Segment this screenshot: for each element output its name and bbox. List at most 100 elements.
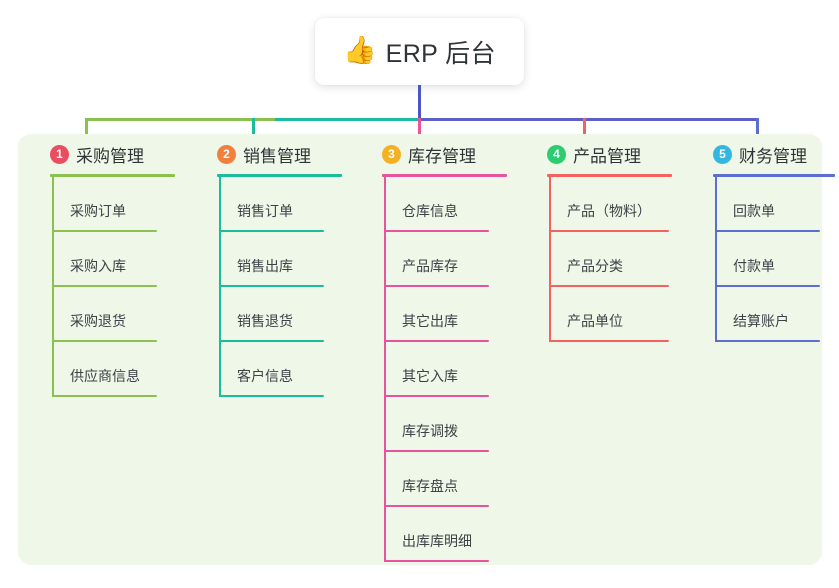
category-header-3[interactable]: 3 库存管理: [362, 140, 507, 168]
menu-item-underline: [549, 285, 669, 287]
category-spine-line: [52, 177, 54, 397]
menu-item-underline: [384, 285, 489, 287]
menu-item-label: 付款单: [733, 258, 775, 274]
category-header-5[interactable]: 5 财务管理: [693, 140, 835, 168]
menu-item[interactable]: 销售订单: [197, 177, 342, 232]
category-label: 销售管理: [243, 146, 311, 166]
menu-item-label: 客户信息: [237, 368, 293, 384]
menu-item[interactable]: 产品分类: [527, 232, 672, 287]
category-underline: [217, 174, 342, 177]
menu-item[interactable]: 回款单: [693, 177, 835, 232]
menu-item-label: 库存盘点: [402, 478, 458, 494]
menu-item-underline: [52, 395, 157, 397]
category-number-badge: 2: [217, 144, 236, 164]
menu-item[interactable]: 销售出库: [197, 232, 342, 287]
menu-item[interactable]: 结算账户: [693, 287, 835, 342]
category-items: 产品（物料） 产品分类产品单位: [527, 177, 672, 342]
menu-item[interactable]: 供应商信息: [30, 342, 175, 397]
menu-item[interactable]: 出库库明细: [362, 507, 507, 562]
category-underline: [547, 174, 672, 177]
category-items: 采购订单采购入库采购退货供应商信息: [30, 177, 175, 397]
menu-item-underline: [384, 230, 489, 232]
menu-item-underline: [384, 340, 489, 342]
menu-item-underline: [52, 340, 157, 342]
menu-item[interactable]: 库存盘点: [362, 452, 507, 507]
category-column-3: 3 库存管理仓库信息产品库存其它出库其它入库库存调拨库存盘点出库库明细: [362, 140, 507, 562]
bus-line-left-segment: [85, 118, 277, 121]
menu-item-label: 产品库存: [402, 258, 458, 274]
menu-item[interactable]: 付款单: [693, 232, 835, 287]
menu-item-label: 销售退货: [237, 313, 293, 329]
menu-item-label: 销售出库: [237, 258, 293, 274]
menu-item[interactable]: 库存调拨: [362, 397, 507, 452]
category-column-2: 2 销售管理销售订单销售出库销售退货客户信息: [197, 140, 342, 397]
menu-item[interactable]: 仓库信息: [362, 177, 507, 232]
menu-item[interactable]: 采购订单: [30, 177, 175, 232]
content-panel: [18, 134, 822, 565]
menu-item-label: 库存调拨: [402, 423, 458, 439]
menu-item[interactable]: 产品（物料）: [527, 177, 672, 232]
category-label: 库存管理: [408, 146, 476, 166]
menu-item-underline: [219, 340, 324, 342]
menu-item[interactable]: 采购退货: [30, 287, 175, 342]
root-stem-line: [418, 85, 421, 119]
menu-item-underline: [384, 395, 489, 397]
root-node-label: ERP 后台: [385, 39, 496, 68]
menu-item[interactable]: 其它入库: [362, 342, 507, 397]
menu-item-underline: [219, 395, 324, 397]
menu-item-label: 采购退货: [70, 313, 126, 329]
category-spine-line: [549, 177, 551, 342]
menu-item[interactable]: 采购入库: [30, 232, 175, 287]
menu-item-label: 产品单位: [567, 313, 623, 329]
category-spine-line: [384, 177, 386, 562]
menu-item-underline: [384, 450, 489, 452]
category-underline: [713, 174, 835, 177]
category-spine-line: [715, 177, 717, 342]
menu-item[interactable]: 产品单位: [527, 287, 672, 342]
menu-item-label: 供应商信息: [70, 368, 140, 384]
menu-item-label: 采购入库: [70, 258, 126, 274]
category-label: 产品管理: [573, 146, 641, 166]
category-column-5: 5 财务管理回款单付款单结算账户: [693, 140, 835, 342]
menu-item-label: 仓库信息: [402, 203, 458, 219]
menu-item-underline: [384, 505, 489, 507]
menu-item[interactable]: 产品库存: [362, 232, 507, 287]
menu-item-label: 其它出库: [402, 313, 458, 329]
category-label: 财务管理: [739, 146, 807, 166]
category-items: 仓库信息产品库存其它出库其它入库库存调拨库存盘点出库库明细: [362, 177, 507, 562]
category-label: 采购管理: [76, 146, 144, 166]
menu-item[interactable]: 其它出库: [362, 287, 507, 342]
category-header-4[interactable]: 4 产品管理: [527, 140, 672, 168]
category-column-4: 4 产品管理产品（物料） 产品分类产品单位: [527, 140, 672, 342]
menu-item-underline: [384, 560, 489, 562]
bus-line-middle-segment: [275, 118, 420, 121]
category-underline: [50, 174, 175, 177]
menu-item-label: 结算账户: [733, 313, 789, 329]
category-number-badge: 4: [547, 144, 566, 164]
thumbs-up-icon: 👍: [343, 35, 377, 65]
menu-item-underline: [715, 285, 820, 287]
menu-item-underline: [52, 285, 157, 287]
category-header-2[interactable]: 2 销售管理: [197, 140, 342, 168]
menu-item-underline: [549, 340, 669, 342]
menu-item-underline: [219, 230, 324, 232]
category-number-badge: 5: [713, 144, 732, 164]
menu-item-label: 采购订单: [70, 203, 126, 219]
menu-item[interactable]: 客户信息: [197, 342, 342, 397]
menu-item-label: 产品（物料）: [567, 203, 651, 219]
category-number-badge: 3: [382, 144, 401, 164]
menu-item-underline: [219, 285, 324, 287]
root-node-erp-backend[interactable]: 👍 ERP 后台: [315, 18, 524, 85]
menu-item-label: 回款单: [733, 203, 775, 219]
menu-item-label: 出库库明细: [402, 533, 472, 549]
category-items: 销售订单销售出库销售退货客户信息: [197, 177, 342, 397]
category-items: 回款单付款单结算账户: [693, 177, 835, 342]
menu-item-underline: [715, 230, 820, 232]
menu-item-label: 其它入库: [402, 368, 458, 384]
category-underline: [382, 174, 507, 177]
menu-item[interactable]: 销售退货: [197, 287, 342, 342]
menu-item-underline: [52, 230, 157, 232]
menu-item-label: 销售订单: [237, 203, 293, 219]
